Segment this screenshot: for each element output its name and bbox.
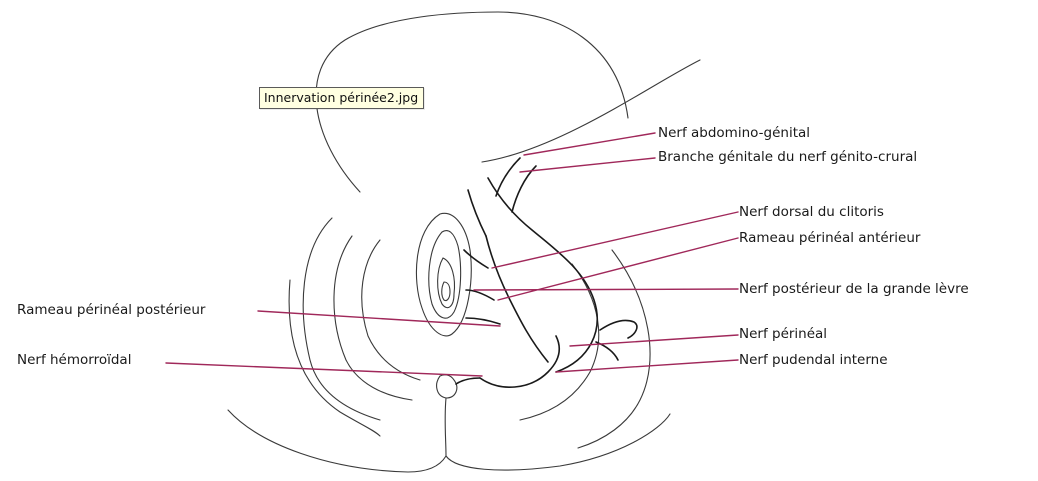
nerve-branch-left-1 — [466, 318, 500, 324]
anus-area — [437, 375, 457, 398]
leader-nerf-pudendal-interne — [556, 360, 738, 372]
nerve-upper-branch-2 — [512, 166, 536, 212]
label-nerf-posterieur-grande-levre: Nerf postérieur de la grande lèvre — [739, 281, 969, 297]
label-nerf-hemorroidal: Nerf hémorroïdal — [17, 352, 131, 368]
label-nerf-dorsal-clitoris: Nerf dorsal du clitoris — [739, 204, 884, 220]
leader-nerf-perineal — [570, 335, 738, 346]
vulva-center — [442, 282, 450, 301]
label-rameau-perineal-posterieur: Rameau périnéal postérieur — [17, 302, 205, 318]
nerve-branch-right-1 — [600, 320, 637, 338]
nerve-upper-branch — [496, 158, 520, 196]
leader-rameau-perineal-anterieur — [498, 238, 738, 300]
nerve-top-fork — [468, 190, 486, 236]
leader-branche-genitale — [520, 158, 655, 172]
filename-tooltip: Innervation périnée2.jpg — [259, 87, 424, 109]
right-thigh-line — [482, 60, 700, 162]
label-nerf-pudendal-interne: Nerf pudendal interne — [739, 352, 888, 368]
nerve-outer-curve — [488, 178, 597, 372]
right-outer-contour — [578, 250, 650, 448]
left-labium-outer — [303, 218, 380, 420]
leader-nerf-dorsal-clitoris — [492, 212, 738, 268]
nerve-main-trunk — [486, 236, 548, 362]
leader-nerf-hemorroidal — [166, 363, 482, 376]
vulva-middle — [429, 231, 461, 319]
nerve-branch-left-3 — [464, 250, 488, 268]
right-fold — [520, 264, 599, 420]
label-branche-genitale: Branche génitale du nerf génito-crural — [658, 149, 917, 165]
right-buttock — [446, 414, 670, 470]
left-fold — [362, 240, 420, 380]
leader-rameau-perineal-posterieur — [258, 311, 500, 326]
gluteal-cleft — [445, 398, 446, 456]
label-rameau-perineal-anterieur: Rameau périnéal antérieur — [739, 230, 920, 246]
label-nerf-abdomino-genital: Nerf abdomino-génital — [658, 125, 810, 141]
left-buttock — [228, 410, 446, 472]
leader-nerf-posterieur-grande-levre — [474, 289, 738, 290]
nerve-branch-anal — [456, 378, 480, 384]
label-nerf-perineal: Nerf périnéal — [739, 326, 827, 342]
